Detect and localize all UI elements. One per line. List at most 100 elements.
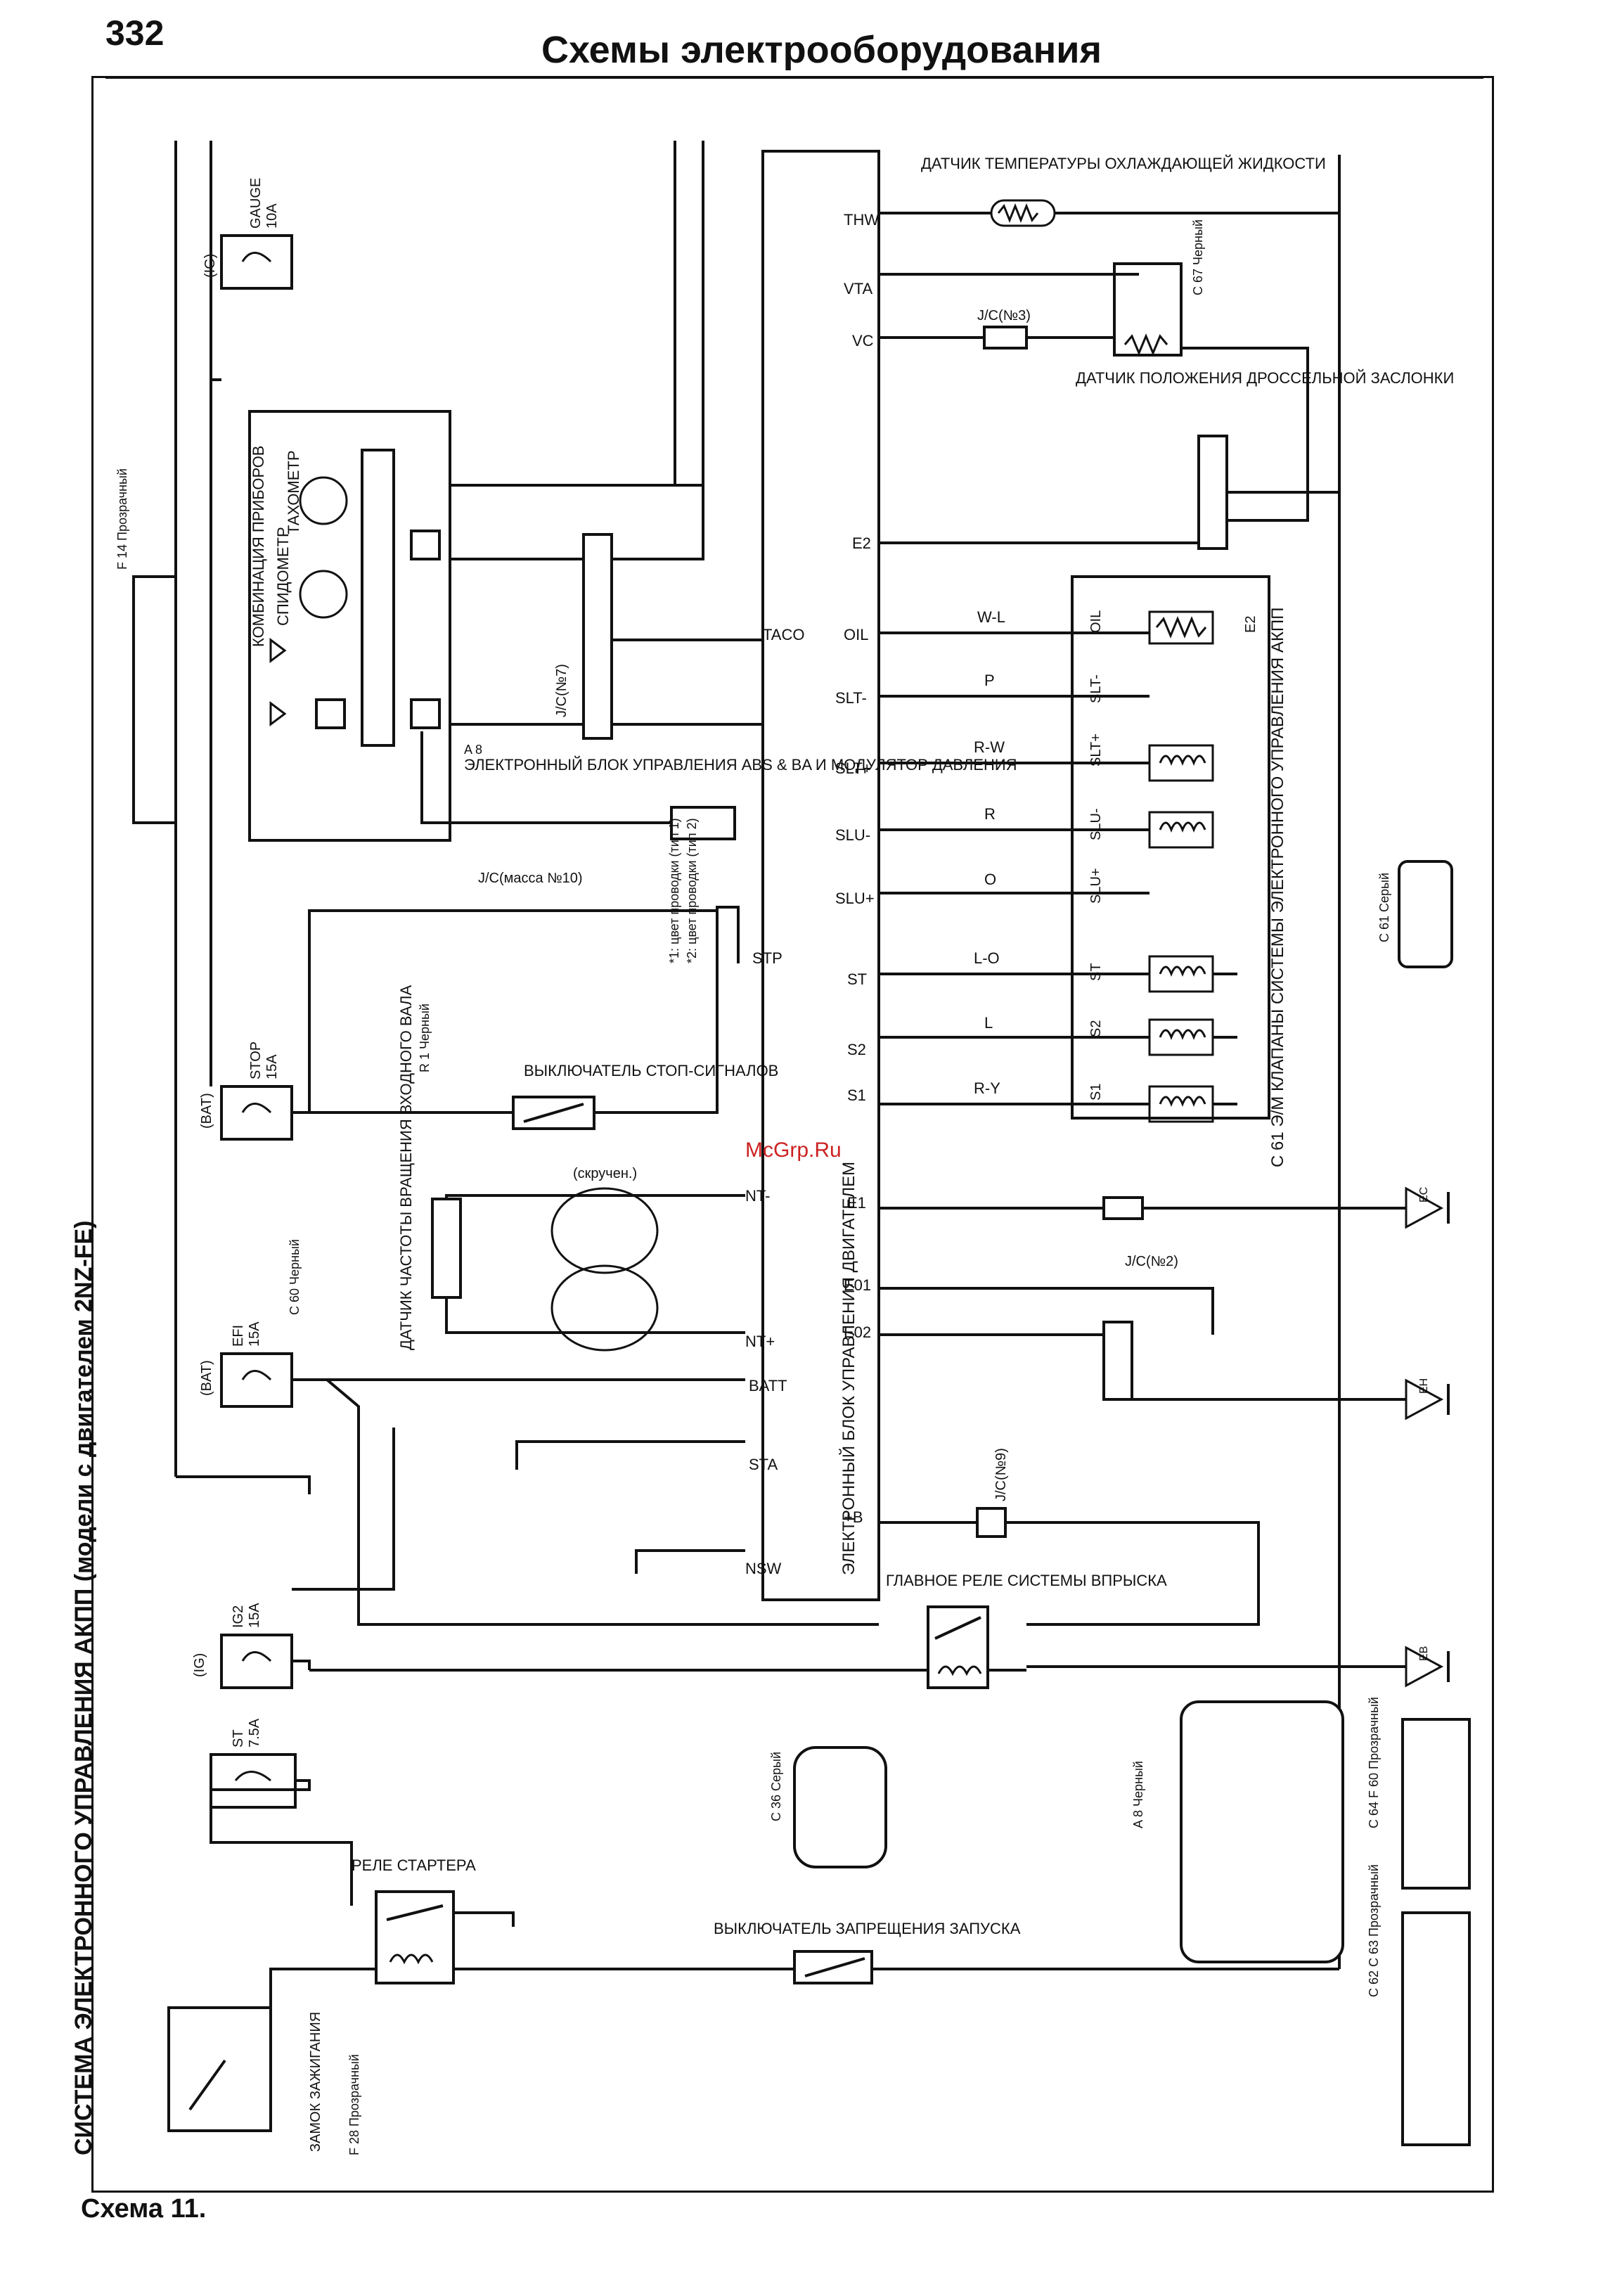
wire-l-o: L-O	[974, 949, 1000, 967]
jc3-label: J/C(№3)	[977, 308, 1031, 323]
plus-b-circuit: J/C(№9)	[879, 1448, 1260, 1626]
fuse-ig2-label: IG2	[231, 1605, 246, 1628]
inhibitor-switch-label: ВЫКЛЮЧАТЕЛЬ ЗАПРЕЩЕНИЯ ЗАПУСКА	[714, 1920, 1021, 1937]
ecu-solenoid-wires	[879, 631, 1237, 1105]
ecu-pin-s2: S2	[847, 1041, 866, 1058]
f28-label: F 28 Прозрачный	[347, 2054, 361, 2155]
watermark: McGrp.Ru	[745, 1139, 842, 1162]
c60-label: C 60 Черный	[288, 1239, 302, 1315]
fuse-stop-source: (BAT)	[199, 1093, 214, 1129]
fuse-stop-rating: 15A	[264, 1054, 280, 1079]
ground-eb: EB	[1418, 1646, 1430, 1661]
speedometer-label: СПИДОМЕТР	[274, 527, 292, 626]
sol-pin-slu-minus: SLU-	[1088, 808, 1104, 840]
sol-pin-s1: S1	[1088, 1084, 1104, 1101]
ecu-pin-nsw: NSW	[745, 1560, 782, 1577]
wire-r-y: R-Y	[974, 1079, 1000, 1097]
jc-mass-label: J/C(масса №10)	[478, 871, 583, 886]
ecu-pins: THW VTA VC E2 TACO OIL SLT- SLT+ SLU- SL…	[745, 211, 879, 1577]
fuse-ig2-source: (IG)	[192, 1653, 207, 1677]
ecu-pin-batt: BATT	[749, 1377, 787, 1394]
c61-label: C 61 Серый	[1377, 873, 1391, 942]
ground-eh: EH	[1418, 1378, 1430, 1394]
stop-switch: ВЫКЛЮЧАТЕЛЬ СТОП-СИГНАЛОВ R 1 Черный	[292, 906, 778, 1130]
ecu-pin-stp: STP	[752, 949, 783, 967]
fuse-efi-rating: 15A	[247, 1321, 262, 1347]
fuse-st-label: ST	[231, 1729, 246, 1747]
ecu-pin-oil: OIL	[844, 626, 868, 643]
abs-unit-ref: A 8	[464, 743, 482, 757]
starter-relay: РЕЛЕ СТАРТЕРА	[281, 1856, 798, 1984]
sol-pin-s2: S2	[1088, 1020, 1104, 1037]
abs-unit: ЭЛЕКТРОННЫЙ БЛОК УПРАВЛЕНИЯ ABS & BA И М…	[420, 731, 1017, 840]
ecu-label: ЭЛЕКТРОННЫЙ БЛОК УПРАВЛЕНИЯ ДВИГАТЕЛЕМ	[839, 1162, 858, 1575]
sta-wire	[515, 1440, 745, 1470]
c64-label: C 64 F 60 Прозрачный	[1367, 1697, 1381, 1828]
input-shaft-sensor-label: ДАТЧИК ЧАСТОТЫ ВРАЩЕНИЯ ВХОДНОГО ВАЛА	[397, 985, 415, 1350]
nsw-wire	[635, 1549, 745, 1574]
ecu-pin-vta: VTA	[844, 280, 872, 297]
connector-pictograms: F 14 Прозрачный C 61 Серый C 36 Серый A …	[115, 468, 1471, 2146]
jc9-label: J/C(№9)	[993, 1448, 1009, 1501]
ig2-feed	[292, 1428, 395, 1591]
fuse-efi-source: (BAT)	[199, 1360, 214, 1396]
jc3-connector	[1197, 435, 1228, 550]
throttle-sensor: ДАТЧИК ПОЛОЖЕНИЯ ДРОССЕЛЬНОЙ ЗАСЛОНКИ J/…	[879, 219, 1454, 522]
ecu-pin-slu-plus: SLU+	[835, 890, 875, 907]
f14-label: F 14 Прозрачный	[115, 468, 129, 570]
wire-l: L	[984, 1014, 993, 1032]
ecu-pin-slt-plus: SLT+	[835, 759, 872, 777]
fuse-gauge-label: GAUGE	[248, 178, 264, 229]
sol-pin-oil: OIL	[1088, 610, 1104, 633]
ecu-pin-nt-minus: NT-	[745, 1187, 770, 1205]
fuse-gauge-rating: 10A	[264, 203, 280, 229]
sol-pin-slt-plus: SLT+	[1088, 733, 1104, 767]
page-header: Схемы электрооборудования	[541, 29, 1102, 71]
fuse-ig2-rating: 15A	[247, 1603, 262, 1628]
stop-switch-label: ВЫКЛЮЧАТЕЛЬ СТОП-СИГНАЛОВ	[524, 1062, 778, 1079]
c62-label: C 62 C 63 Прозрачный	[1367, 1864, 1381, 1997]
sol-pin-e2: E2	[1243, 616, 1258, 633]
ecu-pin-vc: VC	[852, 332, 874, 349]
fuse-efi: EFI 15A (BAT)	[199, 1321, 293, 1408]
stop-lamp-wire	[308, 909, 717, 1112]
grounds: EC EH EB J/C(№2)	[879, 1186, 1450, 1688]
ecu-pin-b: +B	[844, 1508, 863, 1526]
page-number: 332	[105, 13, 165, 53]
note-type-2: *2: цвет проводки (тип 2)	[685, 818, 699, 963]
c36-label: C 36 Серый	[769, 1752, 783, 1821]
solenoid-pins: OIL SLT- SLT+ SLU- SLU+ ST S2 S1 E2	[1088, 610, 1258, 1101]
ignition-switch-label: ЗАМОК ЗАЖИГАНИЯ	[308, 2012, 323, 2152]
jc2-label: J/C(№2)	[1125, 1254, 1178, 1269]
wire-r-w: R-W	[974, 738, 1005, 756]
tachometer-label: ТАХОМЕТР	[285, 450, 302, 534]
jc7-label: J/C(№7)	[554, 664, 569, 717]
sol-pin-slu-plus: SLU+	[1088, 868, 1104, 904]
connector-c36	[793, 1746, 887, 1868]
wire-r: R	[984, 805, 996, 823]
ignition-switch: ЗАМОК ЗАЖИГАНИЯ F 28 Прозрачный	[167, 1968, 361, 2155]
inhibitor-switch: ВЫКЛЮЧАТЕЛЬ ЗАПРЕЩЕНИЯ ЗАПУСКА	[714, 155, 1341, 1984]
ecu-pin-slu-minus: SLU-	[835, 826, 870, 844]
ecu-pin-thw: THW	[844, 211, 879, 229]
cluster-wires	[450, 141, 763, 726]
ground-ec: EC	[1418, 1187, 1430, 1202]
fuse-stop-label: STOP	[248, 1041, 264, 1079]
diagram-frame	[91, 76, 1494, 2193]
solenoid-label: C 61 Э/М КЛАПАНЫ СИСТЕМЫ ЭЛЕКТРОННОГО УП…	[1268, 608, 1287, 1167]
jc7-block	[582, 533, 613, 740]
connector-c61	[1398, 860, 1453, 968]
input-shaft-sensor: (скручен.) ДАТЧИК ЧАСТОТЫ ВРАЩЕНИЯ ВХОДН…	[288, 985, 745, 1352]
instrument-cluster: КОМБИНАЦИЯ ПРИБОРОВ ТАХОМЕТР СПИДОМЕТР	[248, 410, 451, 842]
st-wire	[210, 1779, 353, 1906]
fuse-st-rating: 7.5A	[247, 1718, 262, 1747]
a8-label: A 8 Черный	[1131, 1761, 1145, 1828]
ecu-pin-e1: E1	[847, 1194, 866, 1212]
cluster-label: КОМБИНАЦИЯ ПРИБОРОВ	[250, 446, 267, 647]
connector-c64	[1401, 1911, 1471, 2146]
abs-unit-label: ЭЛЕКТРОННЫЙ БЛОК УПРАВЛЕНИЯ ABS & BA И М…	[464, 756, 1017, 774]
sol-pin-slt-minus: SLT-	[1088, 674, 1104, 703]
ecu-pin-s1: S1	[847, 1086, 866, 1104]
main-relay: ГЛАВНОЕ РЕЛЕ СИСТЕМЫ ВПРЫСКА	[309, 1572, 1167, 1689]
